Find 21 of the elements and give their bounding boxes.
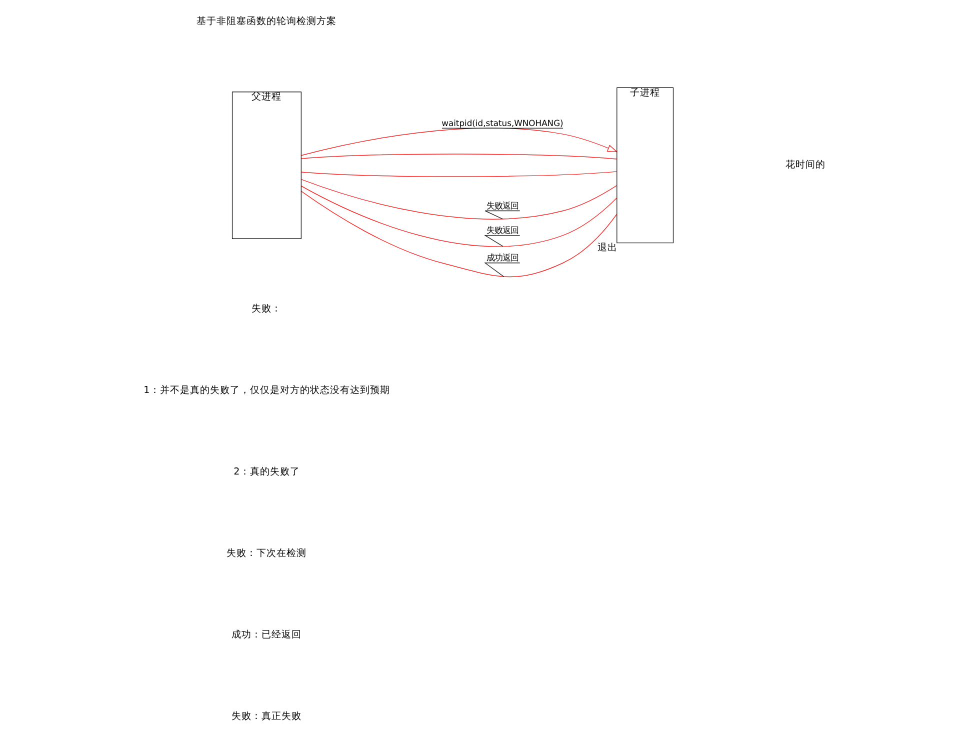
arrow [300,128,618,156]
edge-label: waitpid(id,status,WNOHANG) [441,118,563,128]
node-label: 退出 [596,242,617,254]
connector [300,154,617,160]
label: 基于非阻塞函数的轮询检测方案 [196,16,336,27]
connector [300,171,617,177]
label: 2：真的失败了 [233,466,300,478]
edge-label: 失败返回 [486,200,518,211]
connector [300,179,617,220]
connector [300,191,617,278]
edge-label: 成功返回 [486,252,518,263]
connector [300,186,617,247]
node-box: 父进程 [231,92,301,239]
label: 花时间的 [785,160,826,171]
label: 1：并不是真的失败了，仅仅是对方的状态没有达到预期 [143,384,390,396]
edge-label: 失败返回 [486,225,518,236]
node-box: 子进程 [616,87,674,244]
label: 失败：真正失败 [231,710,302,722]
label: 失败： [251,303,282,314]
label: 成功：已经返回 [231,629,302,640]
label: 失败：下次在检测 [226,548,306,559]
